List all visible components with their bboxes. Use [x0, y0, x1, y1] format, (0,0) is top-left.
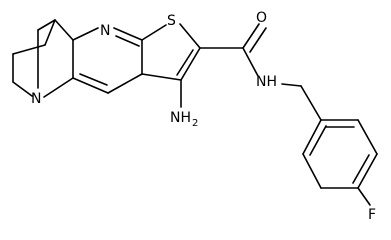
- bicyclic-cage: [12, 19, 74, 98]
- amino-nh-label: NH: [170, 110, 191, 126]
- thiophene-ring: [141, 23, 201, 81]
- fluorine-label: F: [368, 207, 376, 223]
- benzyl-linker: [300, 85, 322, 121]
- pyridine-ring: [72, 27, 143, 94]
- carbonyl-oxygen-label: O: [256, 10, 267, 26]
- thiophene-sulfur-label: S: [167, 13, 176, 29]
- amide-nh-label: NH: [256, 74, 277, 90]
- fluorophenyl-ring: [302, 119, 378, 206]
- carboxamide-group: [199, 23, 302, 87]
- ring-nitrogen-label: N: [100, 23, 110, 39]
- amino-subscript: 2: [192, 118, 198, 129]
- chemical-structure: N S O NH NH 2 N F: [12, 10, 378, 223]
- bridge-nitrogen-label: N: [31, 91, 41, 107]
